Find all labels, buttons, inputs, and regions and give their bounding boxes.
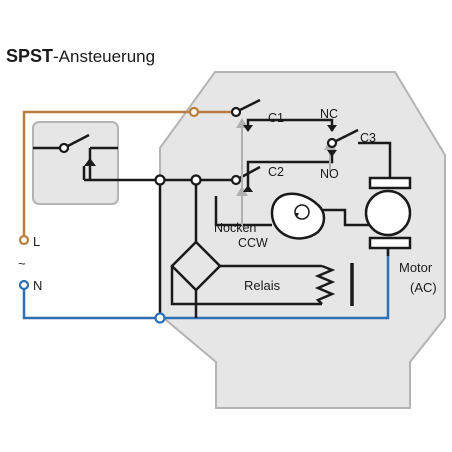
node-c3-switch <box>326 137 338 149</box>
node-main-right <box>190 174 202 186</box>
node-c1-switch <box>230 106 242 118</box>
label-nc: NC <box>320 107 338 121</box>
junction-nodes <box>18 106 338 324</box>
motor <box>364 176 412 250</box>
live-wire <box>22 110 236 236</box>
label-relais: Relais <box>244 278 281 293</box>
label-nocken: Nocken <box>214 221 256 235</box>
cam-nocken <box>270 192 326 240</box>
node-ext-switch <box>58 142 70 154</box>
switch-arrow-triangle <box>84 158 96 166</box>
label-c3: C3 <box>360 131 376 145</box>
label-n: N <box>33 278 42 293</box>
node-live-junction <box>188 106 200 118</box>
label-motor: Motor <box>399 260 433 275</box>
label-tilde: ~ <box>18 256 26 271</box>
title-rest: -Ansteuerung <box>53 47 155 66</box>
label-l: L <box>33 234 40 249</box>
node-main-left <box>154 174 166 186</box>
terminal-l <box>18 234 30 246</box>
node-c2-switch <box>230 174 242 186</box>
external-switch-box <box>32 121 119 205</box>
label-no: NO <box>320 167 339 181</box>
neutral-wire <box>22 248 390 320</box>
labels: C1 NC C3 C2 NO Nocken CCW Relais Motor (… <box>18 107 437 295</box>
contact-terminals <box>243 125 337 192</box>
label-c1: C1 <box>268 111 284 125</box>
node-neutral <box>154 312 166 324</box>
label-c2: C2 <box>268 165 284 179</box>
terminal-n <box>18 279 30 291</box>
title-bold: SPST <box>6 46 53 66</box>
diagram-title: SPST-Ansteuerung <box>6 46 155 66</box>
label-ccw: CCW <box>238 236 268 250</box>
label-ac: (AC) <box>410 280 437 295</box>
cam-rotation-icon <box>294 204 310 220</box>
